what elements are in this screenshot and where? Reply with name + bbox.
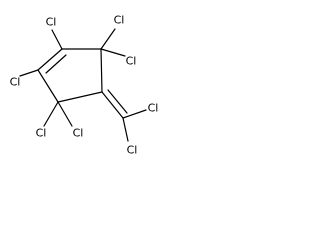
exo-bond [101,91,124,119]
cl-label-c6-top: Cl [148,102,159,115]
cl-label-c3-right: Cl [73,127,84,140]
bond-c5-cl-top [100,28,116,50]
bond-c6-cl-bottom [122,117,129,142]
cl-label-c2: Cl [10,76,21,89]
ring-bond-c4-c5 [100,48,103,93]
bond-c5-cl-right [100,48,126,57]
bond-c1-cl [51,29,63,50]
bond-c3-cl-right [57,101,73,127]
ring-bond-c3-c4 [57,91,103,103]
cl-label-c3-left: Cl [36,127,47,140]
bond-c3-cl-left [43,101,59,127]
ring-bond-c1-c2-double [45,54,67,74]
exo-bond-double [107,89,128,114]
cl-label-c5-right: Cl [126,55,137,68]
bond-c6-cl-top [122,109,147,119]
cl-label-c5-top: Cl [114,14,125,27]
bond-c2-cl [19,69,39,77]
cl-label-c1: Cl [46,16,57,29]
structure-diagram: Cl Cl Cl Cl Cl Cl Cl Cl [10,14,159,157]
cl-label-c6-bottom: Cl [127,144,138,157]
ring-bond-c1-c2 [37,48,63,71]
ring-bond-c2-c3 [37,69,59,103]
